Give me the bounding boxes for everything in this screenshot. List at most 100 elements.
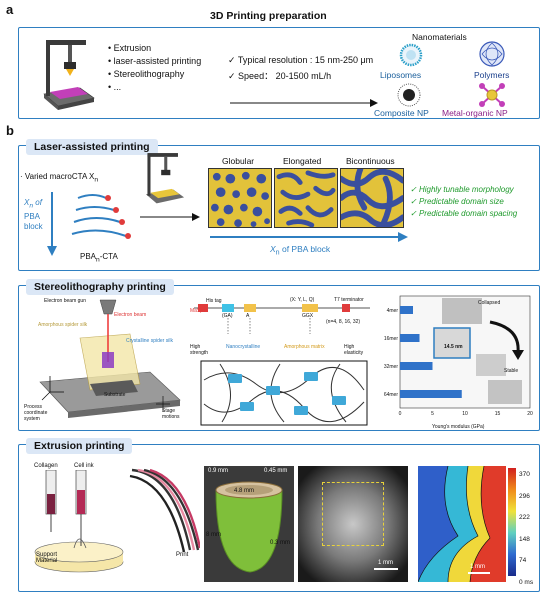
gene-construct-diagram [194, 304, 370, 334]
label-high-elasticity: High elasticity [344, 344, 364, 356]
x-tick-label: 0 [399, 411, 402, 417]
scale-bar-1 [374, 568, 398, 570]
bar-4mer [400, 306, 413, 314]
liposome-icon [399, 43, 423, 67]
label-cell-ink: Cell ink [74, 463, 94, 469]
dim-1: 0.45 mm [264, 468, 288, 474]
oct-roi-box [322, 482, 384, 546]
liposomes-label: Liposomes [380, 70, 422, 80]
label-support: Support Material [36, 552, 58, 564]
spec-speed: ✓ Speed： 20-1500 mL/h [228, 71, 332, 81]
composite-np-icon [397, 83, 421, 107]
metal-organic-np-label: Metal-organic NP [442, 108, 508, 118]
nano-title: Nanomaterials [412, 32, 467, 42]
specs: ✓ Typical resolution : 15 nm-250 μm ✓ Sp… [228, 54, 378, 82]
xn-axis-arrow-icon [210, 232, 408, 242]
scale-label-1: 1 mm [378, 560, 393, 566]
metal-organic-np-icon [479, 83, 505, 107]
printer-icon [43, 40, 95, 110]
label-t7: T7 terminator [334, 297, 364, 303]
extrusion-title: Extrusion printing [26, 438, 133, 454]
category-label: 16mer [384, 336, 399, 342]
dim-0: 0.9 mm [208, 468, 229, 474]
morph-label-bicontinuous: Bicontinuous [346, 156, 395, 166]
label-amorphous-matrix: Amorphous matrix [284, 344, 325, 350]
syringe-setup-diagram [34, 470, 124, 573]
label-n-values: (n=4, 8, 16, 32) [326, 319, 361, 325]
arrow-to-nano-icon [230, 99, 378, 107]
label-xyl: (X: Y, L, Q) [290, 297, 315, 303]
xn-arrow-label: Xn of PBA block [24, 198, 43, 231]
label-stage: Stage motions [162, 408, 180, 420]
label-coords: Process coordinate system [24, 404, 48, 422]
panel-b-letter: b [6, 123, 14, 138]
colorbar-tick: 74 [519, 557, 527, 564]
label-print: Print [176, 552, 189, 558]
colorbar-tick: 222 [519, 514, 530, 521]
morph-label-globular: Globular [222, 156, 255, 166]
laser-arrow-icon [140, 213, 200, 221]
benefits-list: ✓ Highly tunable morphology ✓ Predictabl… [410, 184, 540, 220]
label-masp: MaSp1 [190, 308, 206, 314]
benefit-item: ✓ Highly tunable morphology [410, 185, 514, 194]
label-an: A [246, 313, 250, 319]
dim-2: 4.8 mm [234, 488, 255, 494]
bar-64mer [400, 390, 462, 398]
scale-label-2: 1 mm [470, 564, 485, 570]
category-label: 64mer [384, 392, 399, 398]
method-item: • laser-assisted printing [108, 56, 202, 66]
laser-title: Laser-assisted printing [26, 139, 158, 155]
activation-map-image [418, 466, 506, 582]
electron-beam-schematic [39, 299, 181, 418]
label-nanocrystalline: Nanocrystalline [226, 344, 261, 350]
spec-resolution: ✓ Typical resolution : 15 nm-250 μm [228, 55, 374, 65]
morph-globular-image [208, 168, 272, 228]
label-collagen: Collagen [34, 463, 58, 469]
label-gun: Electron beam gun [44, 298, 86, 304]
oct-image [298, 466, 408, 582]
label-ga: (GA) [222, 313, 233, 319]
label-ggx: GGX [302, 313, 314, 319]
method-item: • Extrusion [108, 43, 152, 53]
label-beam: Electron beam [114, 312, 147, 318]
composite-np-label: Composite NP [374, 108, 429, 118]
stereo-title: Stereolithography printing [26, 279, 174, 295]
colorbar [508, 468, 516, 576]
label-amorphous: Amorphous spider silk [38, 322, 88, 328]
colorbar-tick: 370 [519, 471, 530, 478]
dim-4: 0.3 mm [270, 540, 291, 546]
benefit-item: ✓ Predictable domain spacing [410, 209, 518, 218]
label-high-strength: High strength [190, 344, 209, 356]
panel-a-frame [18, 27, 540, 119]
morph-label-elongated: Elongated [283, 156, 322, 166]
label-substrate: Substrate [104, 392, 126, 398]
label-young: Young's modulus (GPa) [432, 424, 485, 430]
xn-axis-label: Xn of PBA block [270, 244, 331, 257]
morph-bicontinuous-image [340, 168, 404, 228]
pba-cta-label: PBAn-CTA [80, 252, 118, 264]
label-crystalline: Crystalline spider silk [126, 338, 173, 344]
label-his: His tag [206, 298, 222, 304]
x-tick-label: 20 [527, 411, 533, 417]
methods-list: • Extrusion • laser-assisted printing • … [108, 42, 201, 94]
ventricle-shape [215, 481, 283, 573]
colorbar-ticks: 370 296 222 148 74 0 ms [519, 464, 533, 593]
label-inset: 14.5 nm [444, 344, 463, 350]
label-collapsed: Collapsed [478, 300, 501, 306]
silk-network-diagram [200, 360, 368, 426]
morph-elongated-image [274, 168, 338, 228]
colorbar-tick: 148 [519, 535, 530, 543]
laser-printer-icon [145, 153, 185, 204]
x-tick-label: 15 [495, 411, 501, 417]
scale-bar-2 [468, 572, 490, 574]
polymer-icon [479, 41, 505, 67]
category-label: 32mer [384, 364, 399, 370]
panel-a-title: 3D Printing preparation [210, 10, 327, 22]
panel-a-letter: a [6, 2, 14, 17]
xn-arrow-icon [47, 192, 57, 256]
polymer-chains-icon [71, 194, 131, 239]
polymers-label: Polymers [474, 70, 510, 80]
bar-32mer [400, 362, 433, 370]
print-layers-diagram [129, 468, 200, 553]
